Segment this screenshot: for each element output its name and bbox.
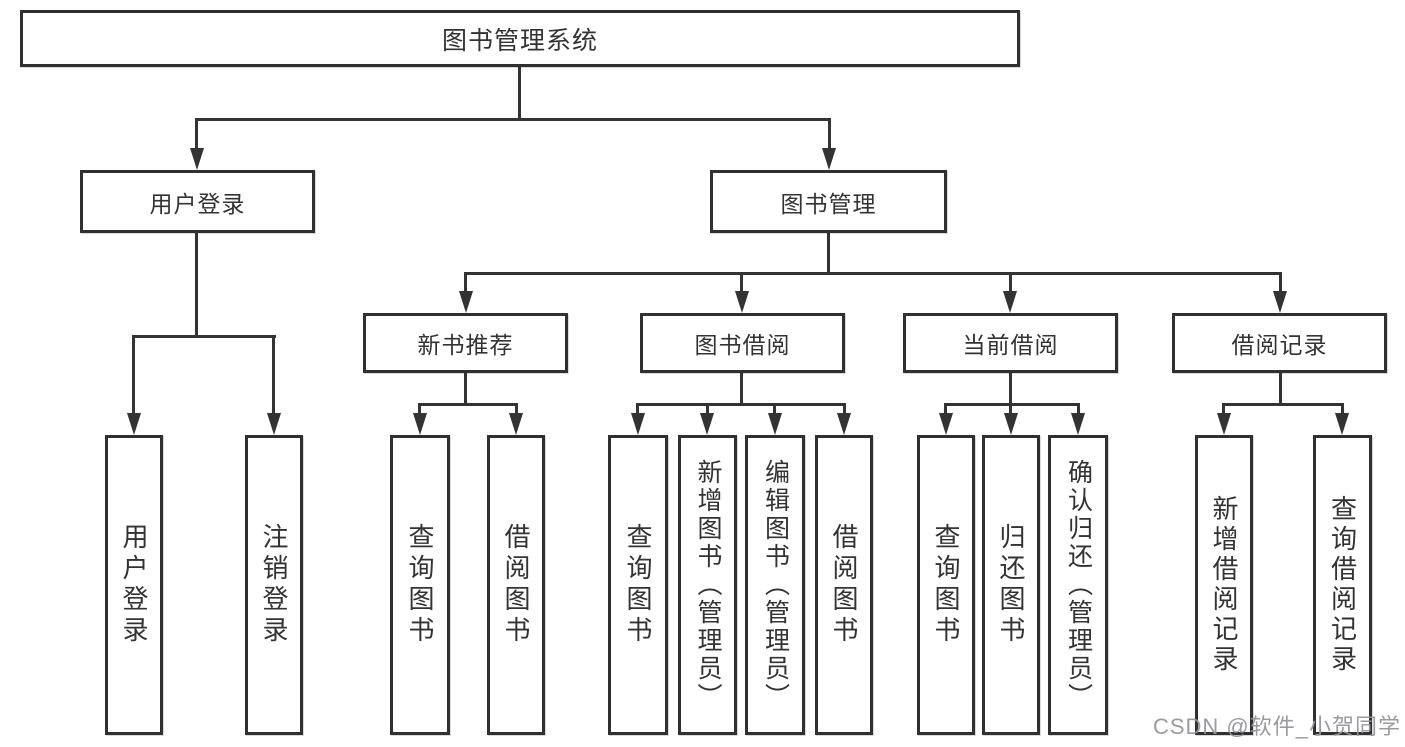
connector-line xyxy=(1009,403,1012,415)
connector-line xyxy=(132,335,276,338)
leaf-user-login: 用户登录 xyxy=(105,435,163,735)
arrow-down-icon xyxy=(939,413,953,435)
connector-line xyxy=(515,403,518,415)
leaf-borrowing-edit-books-admin: 编辑图书（管理员） xyxy=(745,435,805,735)
leaf-label: 新增借阅记录 xyxy=(1209,495,1239,675)
leaf-current-query-books: 查询图书 xyxy=(917,435,975,735)
node-label: 借阅记录 xyxy=(1231,332,1328,358)
arrow-down-icon xyxy=(768,413,782,435)
leaf-borrowing-add-books-admin: 新增图书（管理员） xyxy=(678,435,737,735)
leaf-recommend-borrow-books: 借阅图书 xyxy=(487,435,545,735)
leaf-label: 编辑图书（管理员） xyxy=(761,459,790,711)
node-borrowing-records: 借阅记录 xyxy=(1172,313,1387,373)
node-library-management-system: 图书管理系统 xyxy=(20,10,1020,67)
leaf-label: 查询图书 xyxy=(623,523,653,647)
arrow-down-icon xyxy=(837,413,851,435)
connector-line xyxy=(418,403,421,415)
connector-line xyxy=(636,403,639,415)
leaf-label: 确认归还（管理员） xyxy=(1064,459,1093,711)
arrow-down-icon xyxy=(509,413,523,435)
connector-line xyxy=(827,233,830,274)
arrow-down-icon xyxy=(267,413,281,435)
node-book-borrowing: 图书借阅 xyxy=(640,313,845,373)
arrow-down-icon xyxy=(735,291,749,313)
node-book-management: 图书管理 xyxy=(710,170,947,233)
arrow-down-icon xyxy=(127,413,141,435)
arrow-down-icon xyxy=(1003,291,1017,313)
connector-line xyxy=(843,403,846,415)
arrow-down-icon xyxy=(1004,413,1018,435)
connector-line xyxy=(418,403,518,406)
arrow-down-icon xyxy=(459,291,473,313)
node-label: 当前借阅 xyxy=(962,332,1059,358)
arrow-down-icon xyxy=(700,413,714,435)
arrow-down-icon xyxy=(413,413,427,435)
connector-line xyxy=(1077,403,1080,415)
node-label: 用户登录 xyxy=(149,190,246,217)
leaf-label: 借阅图书 xyxy=(501,523,531,647)
connector-line xyxy=(195,232,198,337)
connector-line xyxy=(1341,403,1344,415)
node-user-login: 用户登录 xyxy=(80,170,315,233)
arrow-down-icon xyxy=(1217,413,1231,435)
leaf-label: 用户登录 xyxy=(119,523,149,647)
leaf-current-return-books: 归还图书 xyxy=(982,435,1040,735)
node-label: 图书借阅 xyxy=(694,332,791,358)
connector-line xyxy=(773,403,776,415)
connector-line xyxy=(464,272,467,292)
connector-line xyxy=(828,118,831,150)
node-label: 新书推荐 xyxy=(417,332,514,358)
leaf-label: 注销登录 xyxy=(259,523,289,647)
connector-line xyxy=(1222,403,1344,406)
leaf-label: 新增图书（管理员） xyxy=(694,459,722,711)
connector-line xyxy=(636,403,846,406)
arrow-down-icon xyxy=(1273,291,1287,313)
connector-line xyxy=(706,403,709,415)
connector-line xyxy=(195,118,831,121)
connector-line xyxy=(132,335,135,415)
node-label: 图书管理 xyxy=(780,190,877,217)
leaf-current-confirm-return-admin: 确认归还（管理员） xyxy=(1048,435,1108,735)
connector-line xyxy=(464,272,1282,275)
leaf-label: 借阅图书 xyxy=(829,523,859,647)
leaf-logout: 注销登录 xyxy=(245,435,303,735)
connector-line xyxy=(1009,373,1012,406)
node-new-book-recommend: 新书推荐 xyxy=(363,313,568,373)
leaf-label: 查询借阅记录 xyxy=(1327,495,1358,675)
leaf-label: 查询图书 xyxy=(405,523,435,647)
connector-line xyxy=(272,335,275,415)
connector-line xyxy=(1279,373,1282,406)
connector-line xyxy=(944,403,1080,406)
connector-line xyxy=(740,373,743,406)
connector-line xyxy=(518,65,521,120)
leaf-records-add-borrow-record: 新增借阅记录 xyxy=(1195,435,1253,735)
leaf-label: 归还图书 xyxy=(996,523,1026,647)
leaf-label: 查询图书 xyxy=(931,523,961,647)
arrow-down-icon xyxy=(1071,413,1085,435)
csdn-watermark: CSDN @软件_小贺同学 xyxy=(1152,714,1401,739)
arrow-down-icon xyxy=(190,148,204,170)
connector-line xyxy=(740,272,743,292)
connector-line xyxy=(464,373,467,406)
node-current-borrowing: 当前借阅 xyxy=(903,313,1118,373)
connector-line xyxy=(195,118,198,150)
leaf-recommend-query-books: 查询图书 xyxy=(390,435,450,735)
leaf-records-query-borrow-record: 查询借阅记录 xyxy=(1313,435,1372,735)
connector-line xyxy=(1009,272,1012,292)
arrow-down-icon xyxy=(1335,413,1349,435)
leaf-borrowing-borrow-books: 借阅图书 xyxy=(815,435,873,735)
connector-line xyxy=(1222,403,1225,415)
arrow-down-icon xyxy=(631,413,645,435)
leaf-borrowing-query-books: 查询图书 xyxy=(608,435,668,735)
connector-line xyxy=(1279,272,1282,292)
node-label: 图书管理系统 xyxy=(441,26,598,55)
arrow-down-icon xyxy=(822,148,836,170)
connector-line xyxy=(944,403,947,415)
